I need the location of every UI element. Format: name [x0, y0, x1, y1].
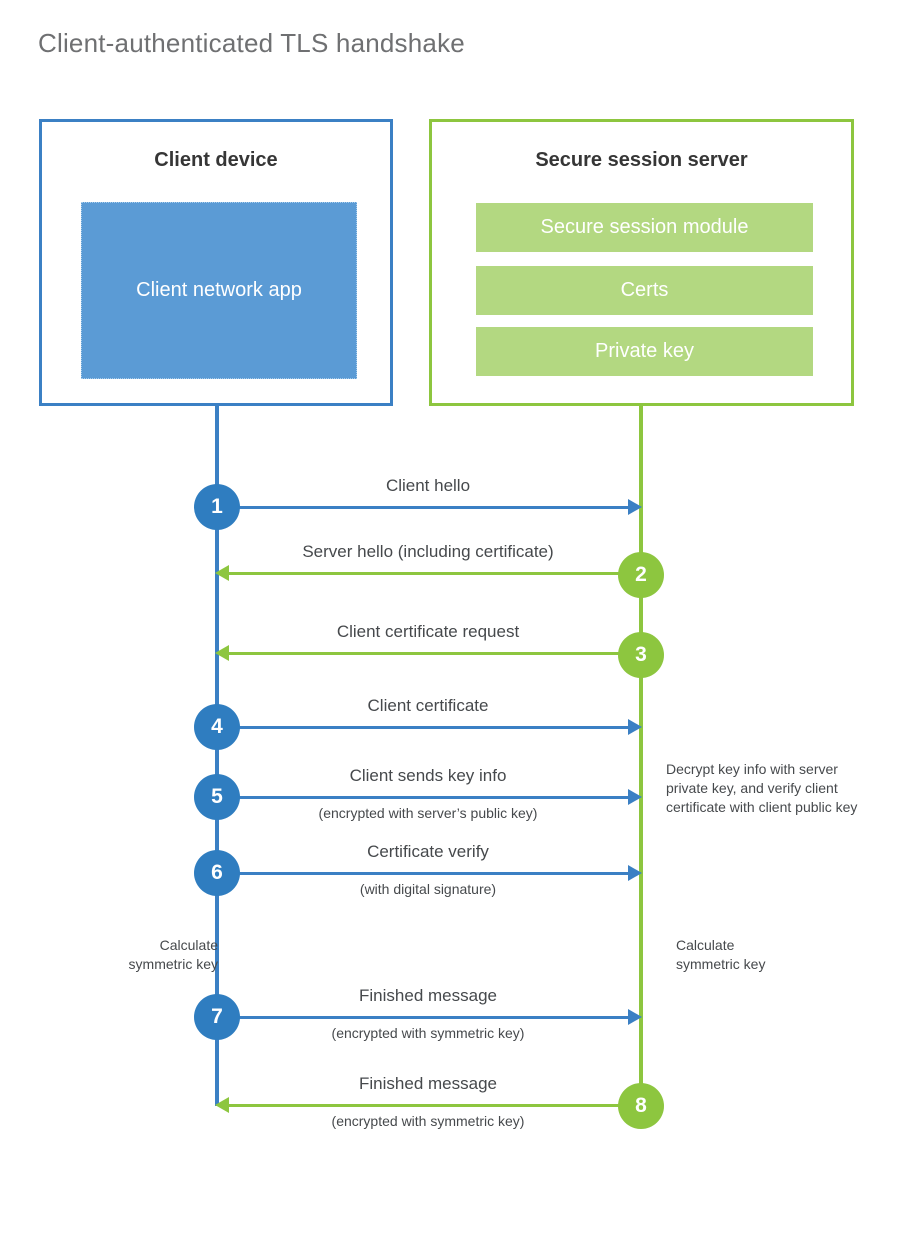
- server-component-certs: Certs: [476, 266, 813, 315]
- client-device-title: Client device: [154, 149, 278, 171]
- note-decrypt-key-info: Decrypt key info with server private key…: [666, 761, 858, 815]
- message-label-6: Certificate verify: [367, 842, 489, 861]
- message-label-5: Client sends key info: [349, 766, 507, 785]
- message-arrow-line-5: [217, 796, 631, 799]
- server-component-secure-session-module: Secure session module: [476, 203, 813, 252]
- message-label-4: Client certificate: [367, 696, 489, 715]
- message-arrow-head-8: [215, 1097, 229, 1113]
- message-arrow-head-5: [628, 789, 642, 805]
- server-component-private-key: Private key: [476, 327, 813, 376]
- step-circle-6: 6: [194, 850, 240, 896]
- message-arrow-head-7: [628, 1009, 642, 1025]
- secure-session-server-title: Secure session server: [535, 149, 748, 171]
- message-label-3: Client certificate request: [336, 622, 520, 641]
- step-circle-5: 5: [194, 774, 240, 820]
- client-network-app-block: Client network app: [81, 202, 357, 379]
- message-arrow-line-1: [217, 506, 631, 509]
- server-lifeline: [639, 406, 643, 1106]
- step-circle-7: 7: [194, 994, 240, 1040]
- message-sublabel-8: (encrypted with symmetric key): [331, 1113, 525, 1129]
- step-circle-4: 4: [194, 704, 240, 750]
- message-sublabel-5: (encrypted with server’s public key): [318, 805, 538, 821]
- step-circle-3: 3: [618, 632, 664, 678]
- step-circle-2: 2: [618, 552, 664, 598]
- message-arrow-head-6: [628, 865, 642, 881]
- note-calculate-symmetric-key-client: Calculate symmetric key: [128, 937, 218, 972]
- message-label-1: Client hello: [385, 476, 471, 495]
- message-arrow-line-7: [217, 1016, 631, 1019]
- client-device-box: Client device Client network app: [39, 119, 393, 406]
- message-arrow-head-3: [215, 645, 229, 661]
- message-label-7: Finished message: [359, 986, 497, 1005]
- message-label-2: Server hello (including certificate): [302, 542, 554, 561]
- message-arrow-line-6: [217, 872, 631, 875]
- message-arrow-line-8: [228, 1104, 641, 1107]
- message-arrow-head-4: [628, 719, 642, 735]
- step-circle-1: 1: [194, 484, 240, 530]
- client-lifeline: [215, 406, 219, 1106]
- message-arrow-head-2: [215, 565, 229, 581]
- step-circle-8: 8: [618, 1083, 664, 1129]
- note-calculate-symmetric-key-server: Calculate symmetric key: [676, 937, 766, 972]
- message-label-8: Finished message: [359, 1074, 497, 1093]
- secure-session-server-box: Secure session server Secure session mod…: [429, 119, 854, 406]
- message-arrow-line-4: [217, 726, 631, 729]
- message-arrow-line-3: [228, 652, 641, 655]
- message-arrow-head-1: [628, 499, 642, 515]
- message-sublabel-7: (encrypted with symmetric key): [331, 1025, 525, 1041]
- page-title: Client-authenticated TLS handshake: [38, 28, 465, 58]
- message-arrow-line-2: [228, 572, 641, 575]
- message-sublabel-6: (with digital signature): [359, 881, 497, 897]
